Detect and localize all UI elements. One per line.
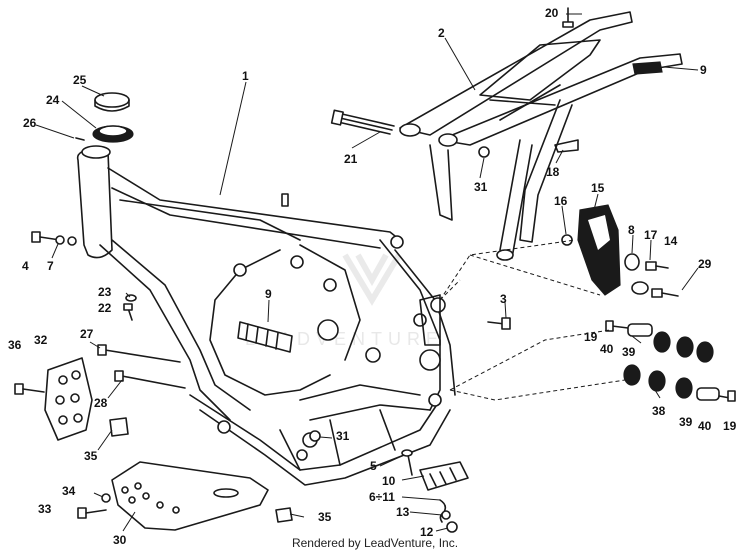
callout-31-bottom: 31 xyxy=(336,429,350,443)
callout-39-left: 39 xyxy=(622,345,636,359)
callout-6-11: 6÷11 xyxy=(369,490,395,504)
callout-32: 32 xyxy=(34,333,48,347)
callout-4: 4 xyxy=(22,259,29,273)
callout-14: 14 xyxy=(664,234,678,248)
callout-29: 29 xyxy=(698,257,712,271)
nut-31-top xyxy=(478,146,490,158)
callout-27: 27 xyxy=(80,327,94,341)
watermark-text: LEADVENTURE xyxy=(245,329,444,349)
callout-20: 20 xyxy=(545,6,559,20)
callout-2: 2 xyxy=(438,26,445,40)
callout-19-right: 19 xyxy=(723,419,737,433)
chain-guide-15 xyxy=(561,204,679,298)
footpeg-9 xyxy=(237,321,293,353)
callout-33: 33 xyxy=(38,502,52,516)
callout-7: 7 xyxy=(47,259,54,273)
bracket-32 xyxy=(14,357,93,441)
callout-40-left: 40 xyxy=(600,342,614,356)
leader-lines xyxy=(35,13,699,532)
callout-38: 38 xyxy=(652,404,666,418)
callout-34: 34 xyxy=(62,484,76,498)
fuel-cap-parts xyxy=(75,92,134,143)
callout-9-top: 9 xyxy=(700,63,707,77)
callout-12: 12 xyxy=(420,525,434,539)
clip-35-bottom xyxy=(275,507,293,523)
render-credit: Rendered by LeadVenture, Inc. xyxy=(291,536,459,550)
callout-13: 13 xyxy=(396,505,410,519)
callout-15: 15 xyxy=(591,181,605,195)
callout-22: 22 xyxy=(98,301,112,315)
rear-subframe xyxy=(399,11,683,261)
callout-10: 10 xyxy=(382,474,396,488)
callout-1: 1 xyxy=(242,69,249,83)
callout-labels: 1 2 20 9 25 24 26 21 31 18 15 16 8 17 14… xyxy=(8,6,737,547)
main-frame xyxy=(76,145,456,486)
callout-35-bottom: 35 xyxy=(318,510,332,524)
callout-9-mid: 9 xyxy=(265,287,272,301)
callout-8: 8 xyxy=(628,223,635,237)
callout-40-right: 40 xyxy=(698,419,712,433)
callout-3: 3 xyxy=(500,292,507,306)
callout-28: 28 xyxy=(94,396,108,410)
callout-17: 17 xyxy=(644,228,658,242)
small-hardware xyxy=(31,231,511,330)
callout-21: 21 xyxy=(344,152,358,166)
callout-19-left: 19 xyxy=(584,330,598,344)
callout-16: 16 xyxy=(554,194,568,208)
callout-24: 24 xyxy=(46,93,60,107)
callout-25: 25 xyxy=(73,73,87,87)
watermark: LEADVENTURE xyxy=(245,253,444,349)
callout-35-left: 35 xyxy=(84,449,98,463)
callout-18: 18 xyxy=(546,165,560,179)
nut-31-bottom xyxy=(309,430,321,442)
long-bolt-21 xyxy=(330,109,395,135)
footpeg-right xyxy=(401,449,469,533)
callout-36: 36 xyxy=(8,338,22,352)
reflector-plate-9 xyxy=(632,61,663,75)
callout-30: 30 xyxy=(113,533,127,547)
callout-26: 26 xyxy=(23,116,37,130)
callout-5: 5 xyxy=(370,459,377,473)
clamp-18 xyxy=(554,139,579,153)
callout-39-right: 39 xyxy=(679,415,693,429)
reference-lines xyxy=(439,239,626,401)
bolts-27-28 xyxy=(97,344,186,389)
callout-31-top: 31 xyxy=(474,180,488,194)
skid-plate-30 xyxy=(77,461,269,531)
chain-rollers xyxy=(605,320,736,402)
bolt-20 xyxy=(562,7,574,28)
clip-35-left xyxy=(109,417,129,437)
callout-23: 23 xyxy=(98,285,112,299)
